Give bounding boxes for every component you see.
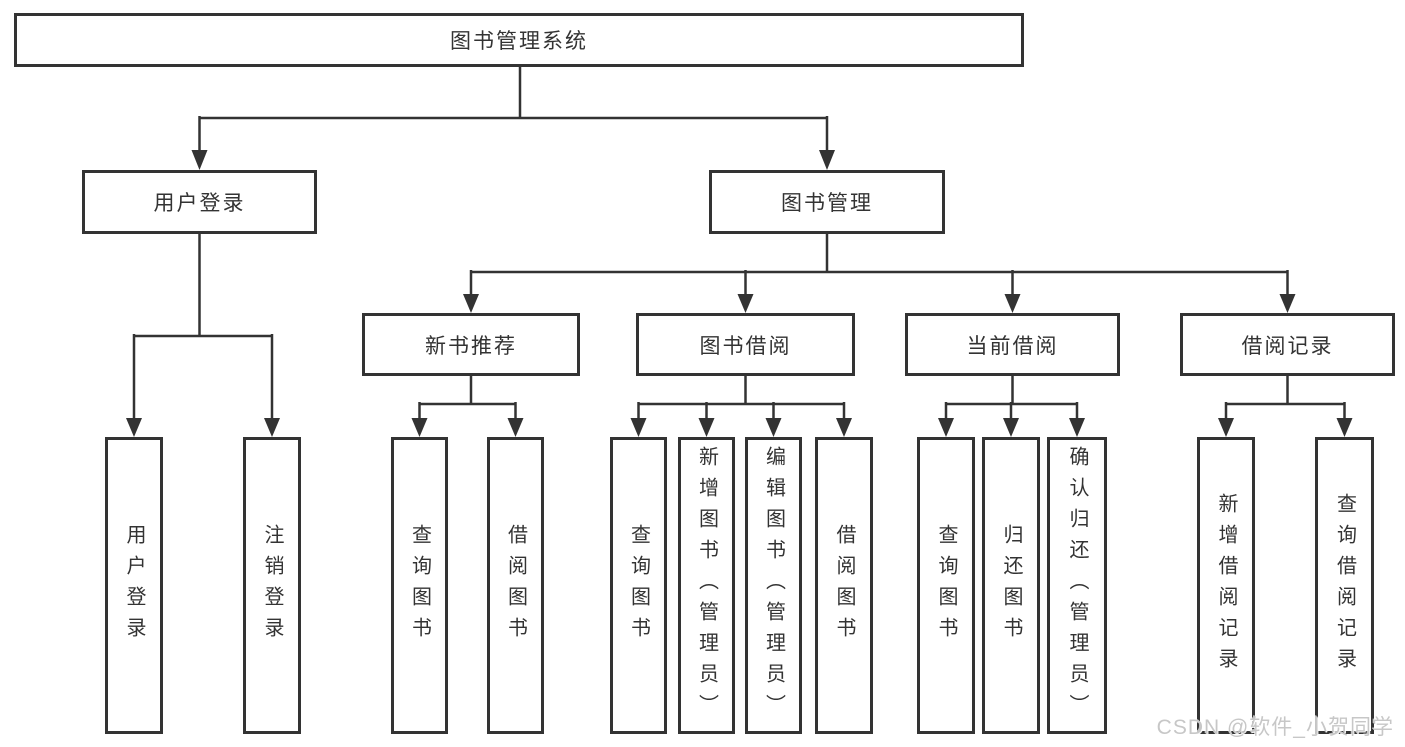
node-leaf-br-query-record: 查询借阅记录 xyxy=(1315,437,1374,734)
node-current-borrowing: 当前借阅 xyxy=(905,313,1120,376)
node-label: 图书借阅 xyxy=(699,334,792,358)
node-leaf-cb-return-books: 归还图书 xyxy=(982,437,1040,734)
node-label: 编辑图书（管理员） xyxy=(762,446,785,725)
node-leaf-nb-borrow-books: 借阅图书 xyxy=(487,437,544,734)
node-new-book-recommendation: 新书推荐 xyxy=(362,313,580,376)
node-label: 新增借阅记录 xyxy=(1215,492,1237,679)
node-leaf-bb-borrow-books: 借阅图书 xyxy=(815,437,873,734)
node-leaf-nb-query-books: 查询图书 xyxy=(391,437,448,734)
node-label: 归还图书 xyxy=(1000,523,1022,648)
node-user-login: 用户登录 xyxy=(82,170,317,234)
node-book-borrowing: 图书借阅 xyxy=(636,313,855,376)
node-leaf-cb-query-books: 查询图书 xyxy=(917,437,975,734)
node-borrowing-records: 借阅记录 xyxy=(1180,313,1395,376)
node-library-management-system: 图书管理系统 xyxy=(14,13,1024,67)
node-label: 查询图书 xyxy=(627,523,650,648)
node-leaf-user-login: 用户登录 xyxy=(105,437,163,734)
node-leaf-bb-edit-books-admin: 编辑图书（管理员） xyxy=(745,437,802,734)
node-leaf-cb-confirm-return-admin: 确认归还（管理员） xyxy=(1047,437,1107,734)
node-label: 查询借阅记录 xyxy=(1333,492,1356,679)
node-label: 借阅图书 xyxy=(504,523,527,648)
node-label: 确认归还（管理员） xyxy=(1066,446,1088,725)
node-label: 新书推荐 xyxy=(425,334,517,358)
node-leaf-bb-query-books: 查询图书 xyxy=(610,437,667,734)
node-label: 注销登录 xyxy=(261,523,283,648)
node-label: 图书管理系统 xyxy=(450,30,588,53)
node-label: 用户登录 xyxy=(153,192,246,215)
node-label: 用户登录 xyxy=(123,523,145,648)
node-leaf-bb-add-books-admin: 新增图书（管理员） xyxy=(678,437,735,734)
csdn-watermark: CSDN @软件_小贺同学 xyxy=(1156,716,1394,739)
node-label: 查询图书 xyxy=(408,523,431,648)
node-label: 借阅记录 xyxy=(1241,334,1334,358)
node-book-management: 图书管理 xyxy=(709,170,945,234)
node-leaf-logout: 注销登录 xyxy=(243,437,301,734)
node-leaf-br-add-record: 新增借阅记录 xyxy=(1197,437,1255,734)
node-label: 查询图书 xyxy=(935,523,957,648)
node-label: 新增图书（管理员） xyxy=(695,446,718,725)
node-label: 借阅图书 xyxy=(833,523,855,648)
node-label: 当前借阅 xyxy=(966,334,1059,358)
node-label: 图书管理 xyxy=(781,192,873,215)
